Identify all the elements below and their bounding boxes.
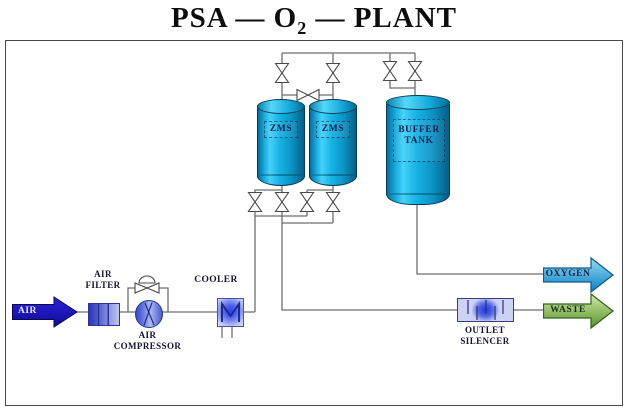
page-title: PSA — O2 — PLANT — [170, 2, 458, 38]
cooler-coil-icon — [221, 300, 240, 322]
air-filter-label: AIR FILTER — [85, 269, 121, 290]
diagram-frame — [5, 40, 623, 406]
waste-outlet-arrow: WASTE — [542, 292, 615, 330]
outlet-silencer-label: OUTLET SILENCER — [460, 325, 510, 346]
air-arrow-label: AIR — [18, 306, 37, 316]
oxygen-outlet-arrow: OXYGEN — [542, 256, 615, 294]
zms-vessel-1: ZMS — [257, 99, 305, 186]
zms-vessel-2-tag: ZMS — [316, 121, 350, 138]
air-compressor-label: AIR COMPRESSOR — [113, 330, 182, 351]
waste-arrow-label: WASTE — [550, 305, 586, 315]
zms-vessel-2: ZMS — [309, 99, 357, 186]
cooler-label: COOLER — [194, 275, 238, 285]
waste-arrow-shape — [542, 292, 614, 330]
air-inlet-arrow: AIR — [12, 296, 78, 328]
silencer-baffles-icon — [467, 300, 504, 320]
air-filter — [88, 303, 120, 326]
zms-vessel-1-tag: ZMS — [264, 121, 298, 138]
compressor-vanes-icon — [143, 302, 155, 326]
air-compressor — [135, 300, 163, 328]
outlet-silencer — [457, 298, 514, 322]
oxygen-arrow-label: OXYGEN — [545, 269, 591, 279]
air-arrow-shape — [12, 296, 78, 328]
buffer-tank-tag: BUFFER TANK — [393, 119, 445, 162]
buffer-tank: BUFFER TANK — [386, 95, 450, 205]
cooler — [217, 298, 244, 327]
oxygen-arrow-shape — [542, 256, 614, 294]
